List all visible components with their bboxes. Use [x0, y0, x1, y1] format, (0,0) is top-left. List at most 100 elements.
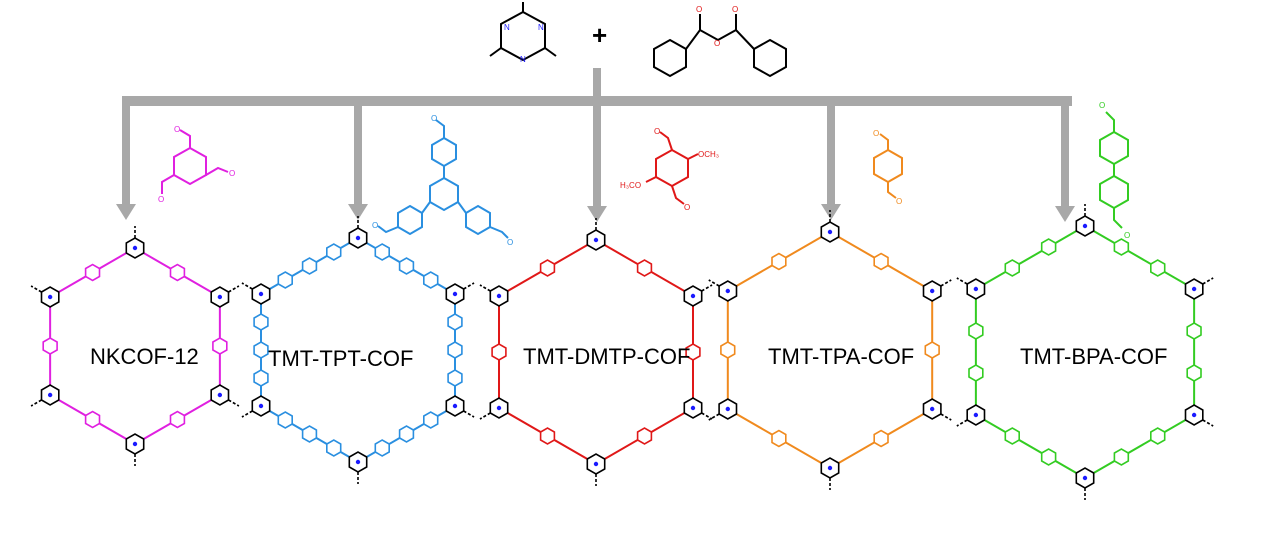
aldehyde-oxygen: O: [229, 169, 235, 178]
extension-bond: [241, 410, 253, 418]
linker-ring: [422, 271, 439, 289]
product-label-tmt-tpa-cof: TMT-TPA-COF: [768, 344, 914, 369]
extension-bond: [940, 413, 952, 421]
aldehyde-oxygen: O: [507, 238, 513, 247]
extension-bond: [228, 285, 240, 293]
triazine-n-atom: N: [538, 23, 544, 32]
linker-edge: [975, 414, 1086, 479]
triazine-nitrogen-dot: [1191, 412, 1197, 418]
linker-ring: [1040, 448, 1057, 466]
triazine-nitrogen-dot: [132, 441, 138, 447]
distribution-arrows: [116, 68, 1075, 222]
aldehyde-oxygen: O: [873, 129, 879, 138]
triazine-nitrogen-dot: [452, 403, 458, 409]
linker-edge: [1084, 414, 1195, 479]
triazine-nitrogen-dot: [217, 294, 223, 300]
methoxy-label: OCH₃: [698, 150, 719, 159]
bridge-oxygen: O: [714, 39, 720, 48]
triazine-nitrogen-dot: [593, 461, 599, 467]
linker-ring: [447, 313, 463, 331]
extension-bond: [940, 279, 952, 287]
triazine-nitrogen-dot: [725, 288, 731, 294]
methoxy-label: H₃CO: [620, 181, 641, 190]
linker-ring: [720, 341, 736, 359]
linker-ring: [325, 439, 342, 457]
linker-biphenyl-dialdehyde-green: O O: [1099, 101, 1130, 240]
aldehyde-oxygen: O: [372, 221, 378, 230]
reactant-benzoic-anhydride: O O O: [653, 5, 787, 78]
extension-bond: [463, 282, 475, 290]
linker-ring: [1004, 259, 1021, 277]
aldehyde-oxygen: O: [896, 197, 902, 206]
linker-ring: [539, 259, 556, 277]
extension-bond: [241, 282, 253, 290]
cof-framework-3: [479, 218, 713, 486]
triazine-nitrogen-dot: [217, 392, 223, 398]
triazine-nitrogen-dot: [452, 291, 458, 297]
extension-bond: [701, 412, 713, 420]
linker-ring: [771, 429, 787, 448]
linker-edge: [1084, 225, 1195, 290]
extension-bond: [1202, 277, 1214, 285]
linker-ring: [1186, 322, 1202, 340]
linker-edge: [975, 225, 1086, 290]
linker-ring: [539, 427, 556, 445]
linker-ring: [491, 343, 507, 361]
linker-ring: [398, 257, 415, 275]
extension-bond: [30, 399, 42, 407]
linker-ring: [398, 425, 415, 443]
linker-ring: [1150, 259, 1166, 277]
triazine-nitrogen-dot: [1191, 286, 1197, 292]
extension-bond: [956, 277, 968, 285]
extension-bond: [1202, 419, 1214, 427]
triazine-nitrogen-dot: [929, 406, 935, 412]
cof-framework-1: [30, 226, 240, 466]
linker-ring: [212, 337, 228, 355]
cof-framework-2: [241, 216, 475, 484]
linker-ring: [968, 322, 984, 340]
linker-ring: [1113, 448, 1130, 466]
extension-bond: [228, 399, 240, 407]
linker-ring: [253, 313, 269, 331]
linker-ring: [1040, 238, 1057, 256]
linker-ring: [924, 341, 940, 359]
linker-ring: [1150, 427, 1166, 445]
triazine-nitrogen-dot: [593, 237, 599, 243]
linker-ring: [447, 341, 463, 359]
extension-bond: [708, 279, 720, 287]
aldehyde-oxygen: O: [684, 203, 690, 212]
extension-bond: [701, 284, 713, 292]
triazine-nitrogen-dot: [132, 245, 138, 251]
triazine-nitrogen-dot: [929, 288, 935, 294]
linker-ring: [325, 243, 342, 261]
triazine-nitrogen-dot: [827, 465, 833, 471]
aldehyde-oxygen: O: [1124, 231, 1130, 240]
triazine-nitrogen-dot: [47, 392, 53, 398]
linker-ring: [422, 411, 439, 429]
linker-terephthalaldehyde-orange: O O: [873, 129, 903, 206]
extension-bond: [956, 419, 968, 427]
aldehyde-oxygen: O: [1099, 101, 1105, 110]
triazine-n-atom: N: [504, 23, 510, 32]
aldehyde-oxygen: O: [174, 125, 180, 134]
extension-bond: [479, 412, 491, 420]
linker-ring: [169, 263, 186, 282]
linker-ring: [253, 341, 269, 359]
triazine-nitrogen-dot: [1082, 475, 1088, 481]
linker-ring: [374, 243, 391, 261]
triazine-nitrogen-dot: [355, 235, 361, 241]
linker-ring: [277, 271, 294, 289]
linker-ring: [685, 343, 701, 361]
triazine-nitrogen-dot: [1082, 223, 1088, 229]
cof-framework-4: [708, 210, 952, 490]
triazine-nitrogen-dot: [827, 229, 833, 235]
triazine-nitrogen-dot: [496, 293, 502, 299]
linker-ring: [968, 364, 984, 382]
linker-ring: [253, 369, 269, 387]
linker-ring: [84, 410, 101, 429]
linker-ring: [169, 410, 186, 429]
linker-ring: [873, 429, 889, 448]
linker-trialdehyde-magenta: O O O: [158, 125, 235, 204]
reactant-trimethyltriazine: N N N: [489, 2, 557, 64]
triazine-nitrogen-dot: [973, 412, 979, 418]
